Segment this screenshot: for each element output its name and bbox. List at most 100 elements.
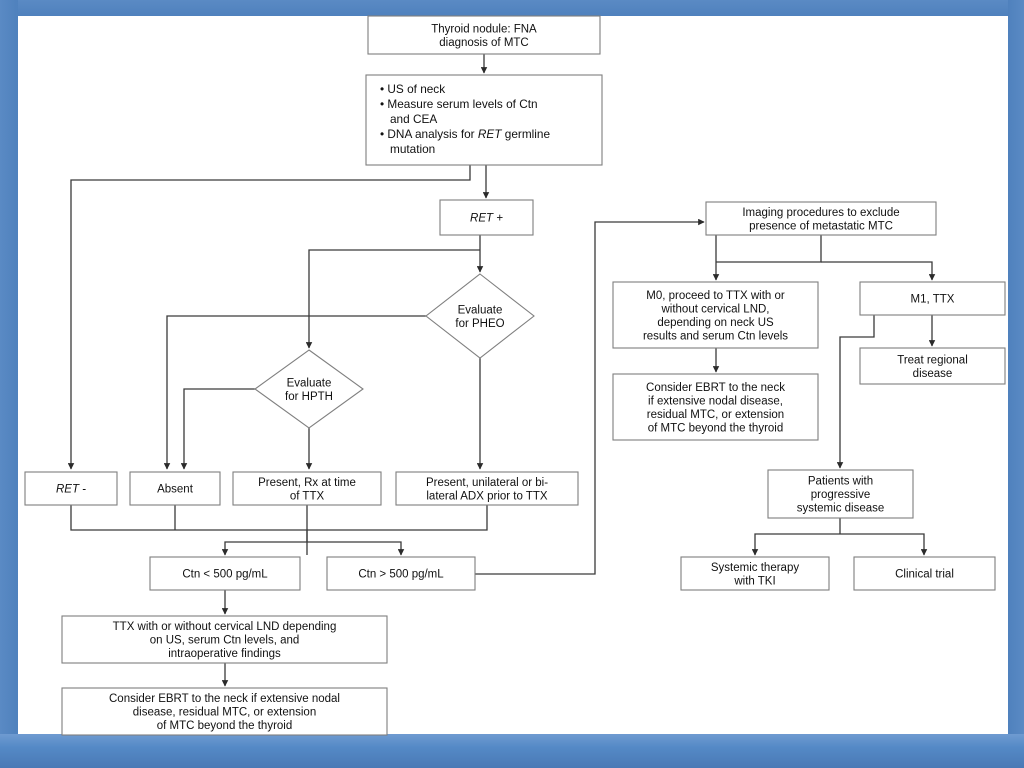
node-ctn-low: Ctn < 500 pg/mL: [149, 556, 301, 591]
conn-workup-to-retneg: [67, 165, 471, 470]
node-m0-line: M0, proceed to TTX with or: [646, 290, 785, 302]
node-ttx-lnd-line: TTX with or without cervical LND dependi…: [113, 621, 337, 633]
node-ret-negative: RET -: [24, 471, 118, 506]
node-imaging-shape: [705, 201, 937, 236]
node-m0-line: without cervical LND,: [660, 303, 769, 315]
node-ttx-lnd-line: intraoperative findings: [168, 648, 281, 660]
node-progressive-shape: [767, 469, 914, 519]
conn-imaging-to-m1: [821, 261, 936, 281]
node-initial-workup-line: mutation: [390, 142, 435, 156]
node-m1-line: M1, TTX: [911, 294, 955, 306]
node-ret-negative-line: RET -: [56, 484, 86, 496]
node-ret-negative-shape: [24, 471, 118, 506]
node-m1: M1, TTX: [859, 281, 1006, 316]
node-ebrt-right-line: Consider EBRT to the neck: [646, 382, 785, 394]
node-initial-workup-line: • DNA analysis for RET germline: [380, 127, 550, 141]
node-initial-workup-line: • US of neck: [380, 82, 445, 96]
node-absent: Absent: [129, 471, 221, 506]
node-ret-positive-shape: [439, 199, 534, 236]
node-evaluate-pheo: Evaluate for PHEO: [425, 273, 535, 359]
node-m1-shape: [859, 281, 1006, 316]
conn-m1-to-progressive: [836, 315, 875, 469]
node-initial-workup-line: • Measure serum levels of Ctn: [380, 97, 538, 111]
node-ctn-high-line: Ctn > 500 pg/mL: [358, 569, 444, 581]
node-ebrt-left-line: Consider EBRT to the neck if extensive n…: [109, 693, 340, 705]
conn-imaging-split: [716, 235, 822, 263]
node-imaging-line: Imaging procedures to exclude: [742, 207, 899, 219]
conn-split-to-ctnlow: [221, 541, 307, 556]
node-evaluate-pheo-line: Evaluate: [458, 304, 503, 316]
node-start-line: diagnosis of MTC: [439, 37, 528, 49]
node-ebrt-right-line: of MTC beyond the thyroid: [648, 422, 784, 434]
node-ttx-lnd: TTX with or without cervical LND dependi…: [61, 615, 388, 664]
conn-ctnhigh-to-imaging: [475, 218, 705, 575]
node-treat-regional-shape: [859, 347, 1006, 385]
conn-retpos-to-hpth: [305, 249, 480, 349]
conn-split-to-ctnhigh: [307, 541, 405, 556]
node-clinical-trial: Clinical trial: [853, 556, 996, 591]
node-present-adx-line: lateral ADX prior to TTX: [426, 490, 548, 502]
node-evaluate-pheo-shape: [425, 273, 535, 359]
node-start-shape: [367, 15, 601, 55]
slide-frame-bottom: [0, 734, 1024, 768]
node-layer: Thyroid nodule: FNA diagnosis of MTC • US …: [24, 15, 1006, 736]
node-ctn-high: Ctn > 500 pg/mL: [326, 556, 476, 591]
node-evaluate-hpth-shape: [254, 349, 364, 429]
node-present-adx-line: Present, unilateral or bi-: [426, 477, 548, 489]
node-present-adx-shape: [395, 471, 579, 506]
conn-hpth-left-to-absent: [180, 388, 255, 470]
node-tki-line: with TKI: [733, 575, 775, 587]
node-ret-positive-line: RET +: [470, 213, 503, 225]
node-imaging-line: presence of metastatic MTC: [749, 220, 893, 232]
node-ebrt-right-shape: [612, 373, 819, 441]
node-m0-line: depending on neck US: [657, 317, 774, 329]
node-present-rx-line: Present, Rx at time: [258, 477, 356, 489]
node-ctn-low-line: Ctn < 500 pg/mL: [182, 569, 268, 581]
node-initial-workup-line: and CEA: [390, 112, 437, 126]
node-ebrt-left-line: disease, residual MTC, or extension: [133, 707, 316, 719]
node-m0-line: results and serum Ctn levels: [643, 330, 788, 342]
node-start-line: Thyroid nodule: FNA: [431, 23, 537, 35]
node-initial-workup: • US of neck• Measure serum levels of Ct…: [365, 74, 603, 166]
node-initial-workup-shape: [365, 74, 603, 166]
node-ret-positive: RET +: [439, 199, 534, 236]
conn-pheo-left-to-absent: [163, 315, 426, 470]
node-treat-regional-line: disease: [913, 368, 953, 380]
node-present-rx-shape: [232, 471, 382, 506]
node-progressive-line: Patients with: [808, 476, 873, 488]
conn-retneg-down: [70, 505, 308, 555]
node-absent-shape: [129, 471, 221, 506]
node-tki-line: Systemic therapy: [711, 562, 799, 574]
node-start: Thyroid nodule: FNA diagnosis of MTC: [367, 15, 601, 55]
node-clinical-trial-shape: [853, 556, 996, 591]
node-ebrt-right-line: if extensive nodal disease,: [648, 395, 783, 407]
node-present-adx: Present, unilateral or bi-lateral ADX pr…: [395, 471, 579, 506]
slide-frame-top: [0, 0, 1024, 16]
node-absent-line: Absent: [157, 484, 194, 496]
connector-layer: [67, 54, 936, 687]
node-treat-regional: Treat regional disease: [859, 347, 1006, 385]
slide-frame-right: [1008, 0, 1024, 768]
node-ebrt-left-shape: [61, 687, 388, 736]
node-treat-regional-line: Treat regional: [897, 354, 968, 366]
node-ttx-lnd-shape: [61, 615, 388, 664]
node-evaluate-pheo-line: for PHEO: [455, 318, 504, 330]
node-present-rx-line: of TTX: [290, 490, 325, 502]
node-evaluate-hpth-line: for HPTH: [285, 391, 333, 403]
node-progressive-line: systemic disease: [797, 503, 885, 515]
node-progressive-line: progressive: [811, 489, 870, 501]
conn-progressive-to-trial: [840, 533, 928, 556]
node-m0-shape: [612, 281, 819, 349]
node-ebrt-right-line: residual MTC, or extension: [647, 409, 784, 421]
node-ttx-lnd-line: on US, serum Ctn levels, and: [150, 635, 300, 647]
conn-presentadx-down: [307, 505, 488, 531]
